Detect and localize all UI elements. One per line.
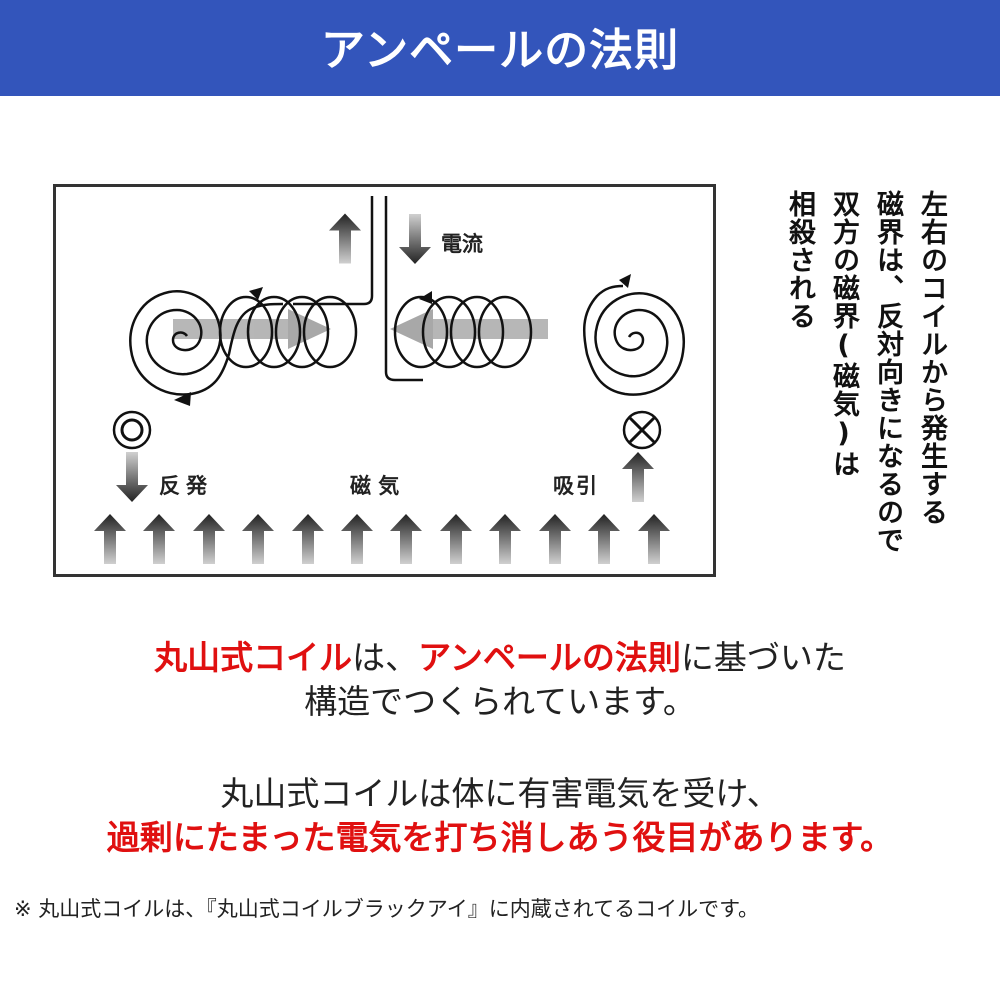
page-title: アンペールの法則: [320, 25, 680, 76]
attraction-label: 吸引: [553, 474, 599, 498]
current-label: 電流: [441, 232, 483, 256]
left-wire: [293, 196, 374, 306]
side-note-line-1: 左右のコイルから発生する: [916, 190, 947, 526]
role-line-2-highlight: 過剰にたまった電気を打ち消しあう役目があります。: [106, 818, 894, 857]
role-line-1: 丸山式コイルは体に有害電気を受け、: [220, 774, 780, 813]
side-note-line-2: 磁界は、反対向きになるので: [872, 190, 903, 554]
left-solenoid-direction-arrow-icon: [249, 287, 263, 300]
diagram-frame: [53, 184, 716, 577]
current-in-symbol-icon: [622, 410, 662, 450]
intro-text-1: は、: [352, 638, 419, 677]
title-banner: アンペールの法則: [0, 0, 1000, 96]
left-solenoid: [218, 295, 358, 369]
left-spiral-direction-arrow-icon: [174, 392, 191, 406]
current-out-symbol-icon: [112, 410, 152, 450]
magnetism-label: 磁 気: [350, 474, 400, 498]
intro-paragraph: 丸山式コイルは、アンペールの法則に基づいた 構造でつくられています。: [0, 636, 1000, 724]
intro-line-1: 丸山式コイルは、アンペールの法則に基づいた: [0, 636, 1000, 680]
right-spiral-coil: [583, 284, 685, 396]
left-spiral-coil: [129, 290, 284, 396]
role-paragraph: 丸山式コイルは体に有害電気を受け、 過剰にたまった電気を打ち消しあう役目がありま…: [0, 772, 1000, 860]
side-note-line-4: 相殺される: [784, 190, 815, 330]
right-spiral-direction-arrow-icon: [619, 274, 631, 288]
product-name-highlight: 丸山式コイル: [154, 638, 353, 677]
right-solenoid: [393, 295, 533, 369]
right-solenoid-direction-arrow-icon: [419, 291, 432, 304]
footnote: ※ 丸山式コイルは、『丸山式コイルブラックアイ』に内蔵されてるコイルです。: [14, 897, 759, 921]
intro-line-2: 構造でつくられています。: [304, 682, 696, 721]
right-wire: [384, 196, 423, 382]
ampere-law-diagram: 電流 反発 磁 気 吸引: [53, 184, 716, 577]
repulsion-label: 反発: [159, 474, 213, 498]
law-name-highlight: アンペールの法則: [418, 638, 681, 677]
intro-text-2: に基づいた: [680, 638, 846, 677]
side-note-line-3: 双方の磁界(磁気)は: [828, 190, 859, 478]
